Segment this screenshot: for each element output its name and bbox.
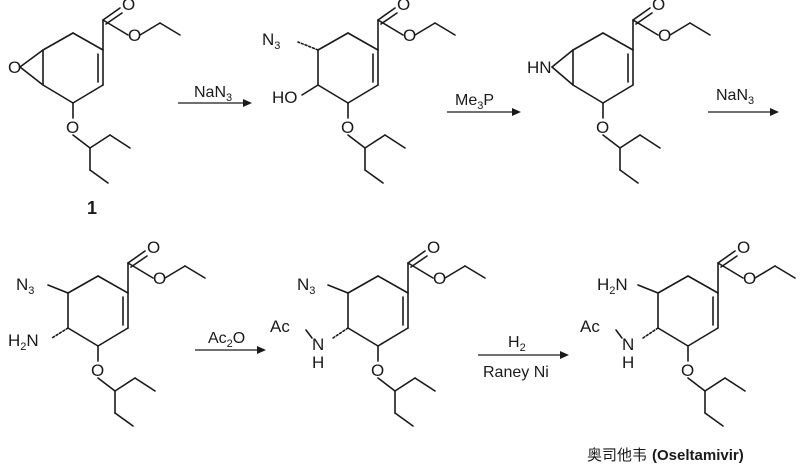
ester-oxygen: O (128, 26, 141, 45)
ester-oxygen: O (403, 26, 416, 45)
reaction-arrow-2 (447, 108, 521, 116)
compound-2-azido-alcohol (297, 7, 456, 184)
ether-oxygen: O (681, 361, 694, 380)
hydroxyl-group: HO (272, 88, 298, 107)
aziridine-nh: HN (527, 58, 552, 77)
reagent-nan3-1: NaN3 (194, 84, 232, 104)
compound-1-epoxide (19, 7, 181, 184)
carbonyl-oxygen: O (147, 238, 160, 257)
amino-group: H2N (597, 275, 628, 297)
amide-nitrogen: N (312, 335, 324, 354)
reagent-me3p: Me3P (455, 92, 494, 112)
ether-oxygen: O (91, 361, 104, 380)
reagent-ac2o: Ac2O (208, 330, 245, 350)
acetyl-group: Ac (270, 317, 290, 336)
reaction-arrow-4 (195, 346, 266, 354)
ester-oxygen: O (433, 269, 446, 288)
acetyl-group: Ac (580, 317, 600, 336)
amide-hydrogen: H (622, 353, 634, 372)
amide-nitrogen: N (622, 335, 634, 354)
epoxide-oxygen: O (8, 58, 21, 77)
azide-group: N3 (16, 275, 34, 297)
reaction-arrow-1 (178, 99, 252, 107)
ether-oxygen: O (371, 361, 384, 380)
ester-oxygen: O (153, 269, 166, 288)
carbonyl-oxygen: O (652, 0, 665, 14)
carbonyl-oxygen: O (397, 0, 410, 14)
carbonyl-oxygen: O (737, 238, 750, 257)
reagent-raney-ni: Raney Ni (483, 364, 549, 381)
reagent-h2: H2 (508, 334, 526, 354)
ester-oxygen: O (658, 26, 671, 45)
amide-hydrogen: H (312, 353, 324, 372)
compound-3-aziridine (551, 7, 711, 184)
compound-number: 1 (87, 198, 97, 218)
carbonyl-oxygen: O (427, 238, 440, 257)
azide-group: N3 (262, 30, 280, 52)
compound-6-oseltamivir (615, 250, 796, 427)
carbonyl-oxygen: O (122, 0, 135, 14)
amino-group: H2N (8, 331, 39, 353)
reagent-nan3-2: NaN3 (716, 87, 754, 107)
ether-oxygen: O (341, 118, 354, 137)
reaction-arrow-3 (708, 108, 779, 116)
azide-group: N3 (297, 275, 315, 297)
compound-5-acetamido-azide (305, 250, 486, 427)
compound-4-azido-amine (47, 250, 206, 427)
ether-oxygen: O (66, 118, 79, 137)
ether-oxygen: O (596, 118, 609, 137)
reaction-arrow-5 (478, 351, 569, 359)
product-caption: 奥司他韦(Oseltamivir) (587, 447, 744, 464)
ester-oxygen: O (743, 269, 756, 288)
